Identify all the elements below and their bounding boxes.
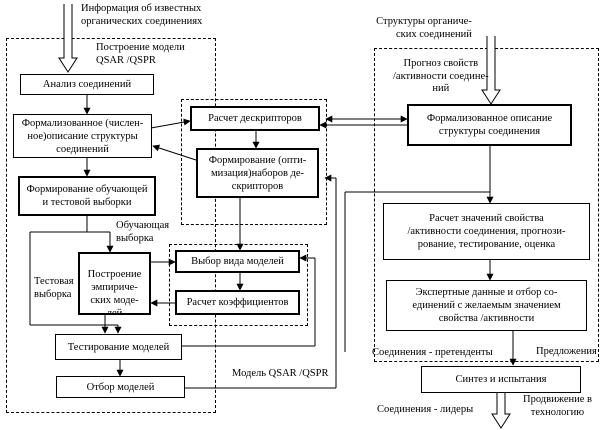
input-info-line-2: органических соединениях	[81, 15, 203, 27]
test-set-line-1: Тестовая	[34, 276, 74, 287]
model-building-group	[6, 38, 216, 413]
promotion-label: Продвижение в технологию	[523, 394, 592, 419]
synthesis-testing-box: Синтез и испытания	[421, 366, 581, 393]
descriptor-group	[181, 99, 327, 225]
expert-line-2: единений с желаемым значением	[412, 300, 561, 311]
property-calculation-box: Расчет значений свойства /активности сое…	[383, 203, 590, 260]
prognosis-label: Прогноз свойств /активности соедине- ний	[393, 58, 489, 96]
train-test-formation-box: Формирование обучающей и тестовой выборк…	[18, 176, 156, 216]
input-info-line-1: Информация об известных	[81, 3, 202, 14]
input-info-label: Информация об известных органических сое…	[81, 3, 202, 28]
formal-num-line-1: Формализованное (числен-	[21, 117, 144, 129]
build-model-line-1: Построение модели	[96, 42, 185, 53]
candidates-label: Соединения - претенденты	[372, 347, 493, 358]
promotion-line-2: технологию	[530, 406, 585, 418]
model-type-choice-box: Выбор вида моделей	[175, 250, 300, 273]
build-model-line-2: QSAR /QSPR	[96, 54, 156, 66]
testing-models-box: Тестирование моделей	[55, 334, 182, 360]
formal-num-line-3: соединений	[56, 143, 109, 155]
form-desc-line-2: мизация)наборов де-	[210, 167, 305, 179]
form-desc-line-3: скрипторов	[231, 180, 284, 192]
prognosis-line-2: /активности соедине-	[393, 70, 489, 82]
training-set-line-2: выборка	[116, 232, 154, 244]
empirical-line-1: Построение	[87, 269, 142, 280]
descriptor-calc-box: Расчет дескрипторов	[190, 106, 320, 131]
promotion-line-1: Продвижение в	[523, 394, 592, 405]
test-set-label: Тестовая выборка	[34, 276, 74, 301]
structures-label: Структуры органиче- ских соединений	[376, 16, 472, 41]
descriptor-set-formation-box: Формирование (опти- мизация)наборов де- …	[196, 148, 319, 198]
training-set-line-1: Обучающая	[116, 220, 170, 231]
formal-structure-description-box: Формализованное описание структуры соеди…	[407, 104, 572, 146]
calc-props-line-3: рование, тестирование, оценка	[417, 239, 556, 250]
empirical-line-3: ских моде-	[90, 295, 139, 306]
calc-props-line-2: /активности соединения, прогнози-	[407, 226, 566, 237]
structures-line-2: ских соединений	[396, 28, 472, 40]
formal-numeric-description-box: Формализованное (числен- ное)описание ст…	[13, 114, 152, 158]
prognosis-line-3: ний	[432, 83, 450, 94]
expert-selection-box: Экспертные данные и отбор со- единений с…	[386, 280, 587, 331]
expert-line-1: Экспертные данные и отбор со-	[415, 287, 558, 298]
formal-struct-line-2: структуры соединения	[438, 126, 541, 137]
prognosis-line-1: Прогноз свойств	[403, 58, 479, 69]
test-set-line-2: выборка	[34, 288, 72, 300]
build-model-label: Построение модели QSAR /QSPR	[96, 42, 185, 67]
form-desc-line-1: Формирование (опти-	[208, 154, 307, 166]
leaders-label: Соединения - лидеры	[377, 404, 474, 415]
empirical-line-2: эмпириче-	[91, 282, 138, 293]
training-set-label: Обучающая выборка	[116, 220, 169, 245]
train-test-line-1: Формирование обучающей	[26, 184, 148, 195]
model-output-label: Модель QSAR /QSPR	[232, 368, 329, 379]
model-selection-box: Отбор моделей	[56, 376, 185, 398]
coefficient-calc-box: Расчет коэффициентов	[175, 290, 300, 315]
analysis-box: Анализ соединений	[20, 74, 154, 95]
formal-num-line-2: ное)описание структуры	[27, 130, 138, 142]
expert-line-3: свойства /активности	[438, 313, 535, 324]
empirical-line-4: лей	[106, 308, 123, 315]
formal-struct-line-1: Формализованное описание	[426, 113, 553, 124]
calc-props-line-1: Расчет значений свойства	[429, 213, 544, 224]
empirical-models-box: Построение эмпириче- ских моде- лей	[78, 252, 151, 315]
structures-line-1: Структуры органиче-	[376, 16, 472, 27]
train-test-line-2: и тестовой выборки	[42, 197, 132, 208]
proposals-label: Предложения	[536, 346, 597, 357]
